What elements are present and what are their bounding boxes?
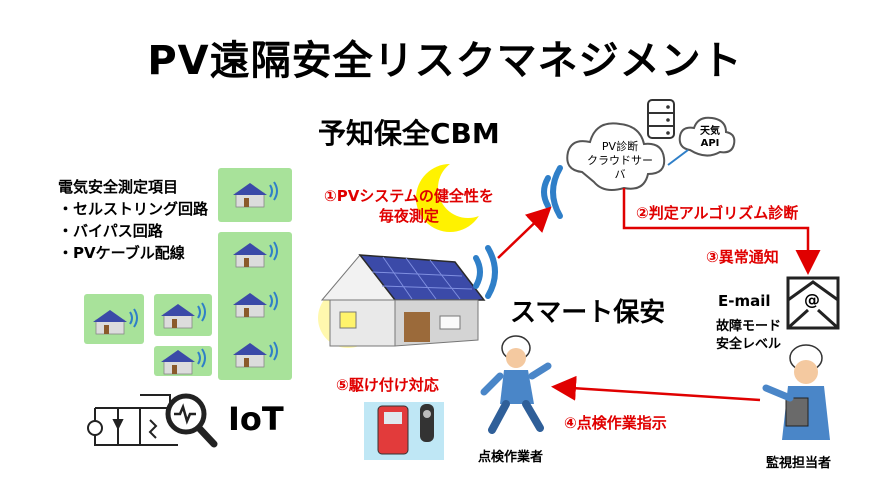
measurement-items: 電気安全測定項目 ・セルストリング回路 ・バイパス回路 ・PVケーブル配線 [58,176,208,264]
supervisor-illustration [762,344,830,440]
solar-house-illustration [318,158,498,348]
step-1-line: ①PVシステムの健全性を [324,187,494,205]
step-4-label: ④点検作業指示 [564,414,667,432]
signal-waves-house-icon [473,245,498,299]
magnifier-icon [165,393,218,448]
weather-api-label: 天気 API [690,126,730,150]
weather-label-line: 天気 [700,126,720,137]
cbm-subtitle: 予知保全CBM [318,117,500,150]
arrow-cloud-to-email [622,188,821,275]
worker-label: 点検作業者 [478,450,544,465]
circuit-diagram-icon [87,394,178,446]
step-1-label: ①PVシステムの健全性を 毎夜測定 [324,186,494,226]
email-label: E-mail [718,292,771,310]
weather-cloud-icon [678,116,736,157]
step-1-line: 毎夜測定 [378,207,439,225]
supervisor-label: 監視担当者 [766,456,832,471]
page-title: PV遠隔安全リスクマネジメント [147,38,743,84]
cloud-label-line: クラウドサーバ [587,154,653,181]
cloud-server-label: PV診断 クラウドサーバ [584,140,656,182]
email-icon [786,276,840,330]
measuring-device-illustration [364,402,444,460]
arrow-house-to-cloud [497,206,552,259]
step-3-label: ③異常通知 [706,248,779,266]
tablet-icon [785,397,809,427]
measurement-item: ・セルストリング回路 [58,200,209,218]
flow-arrows [497,188,821,402]
arrow-supervisor-to-worker [551,375,761,402]
cloud-server-icon [566,99,736,191]
iot-label: IoT [228,400,284,438]
measurement-item: ・バイパス回路 [58,222,163,240]
step-2-label: ②判定アルゴリズム診断 [636,204,799,222]
weather-label-line: API [700,138,720,149]
email-content: 故障モード 安全レベル [716,318,781,354]
measurement-heading: 電気安全測定項目 [58,178,179,196]
inspection-worker-illustration [480,335,552,434]
sensor-house-grid [84,168,292,380]
smart-hoan-label: スマート保安 [510,298,666,328]
email-content-line: 安全レベル [716,337,782,352]
email-at-symbol: @ [804,290,820,309]
step-5-label: ⑤駆け付け対応 [336,376,439,394]
cloud-label-line: PV診断 [601,140,639,153]
email-content-line: 故障モード [716,319,782,334]
measurement-item: ・PVケーブル配線 [58,244,185,262]
database-icon [647,99,675,139]
signal-waves-cloud-icon [541,165,563,219]
